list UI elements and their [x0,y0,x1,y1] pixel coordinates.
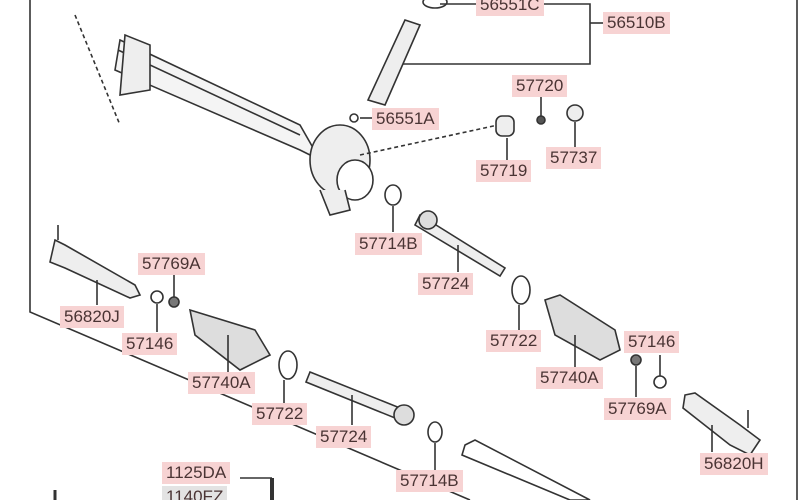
label-56510B[interactable]: 56510B [603,12,670,34]
label-57724-bottom[interactable]: 57724 [316,426,372,448]
label-56820J[interactable]: 56820J [60,306,124,328]
label-57740A-left[interactable]: 57740A [188,372,255,394]
label-57740A-right[interactable]: 57740A [536,367,603,389]
pinion-shaft [366,0,448,106]
label-56820H[interactable]: 56820H [700,453,768,475]
small-parts [53,97,667,500]
label-56551A[interactable]: 56551A [372,108,439,130]
label-56551C[interactable]: 56551C [476,0,544,16]
label-57714B-bottom[interactable]: 57714B [396,470,463,492]
label-1125DA[interactable]: 1125DA [162,462,231,484]
label-1140FZ[interactable]: 1140FZ [162,486,228,500]
label-57719[interactable]: 57719 [476,160,532,182]
label-57769A-right[interactable]: 57769A [604,398,671,420]
inner-tie-rods [304,210,507,426]
label-57720[interactable]: 57720 [512,75,568,97]
label-57769A-left[interactable]: 57769A [138,253,205,275]
label-57146-left[interactable]: 57146 [122,333,178,355]
rack-bar [461,439,591,500]
boots-and-rings [188,275,621,403]
steering-gear-housing [114,33,374,216]
label-57146-right[interactable]: 57146 [624,331,680,353]
label-57722-right[interactable]: 57722 [486,330,542,352]
label-57737[interactable]: 57737 [546,147,602,169]
label-57722-left[interactable]: 57722 [252,403,308,425]
outer-tie-rod-ends [49,225,762,457]
label-57714B-top[interactable]: 57714B [355,233,422,255]
label-57724-top[interactable]: 57724 [418,273,474,295]
